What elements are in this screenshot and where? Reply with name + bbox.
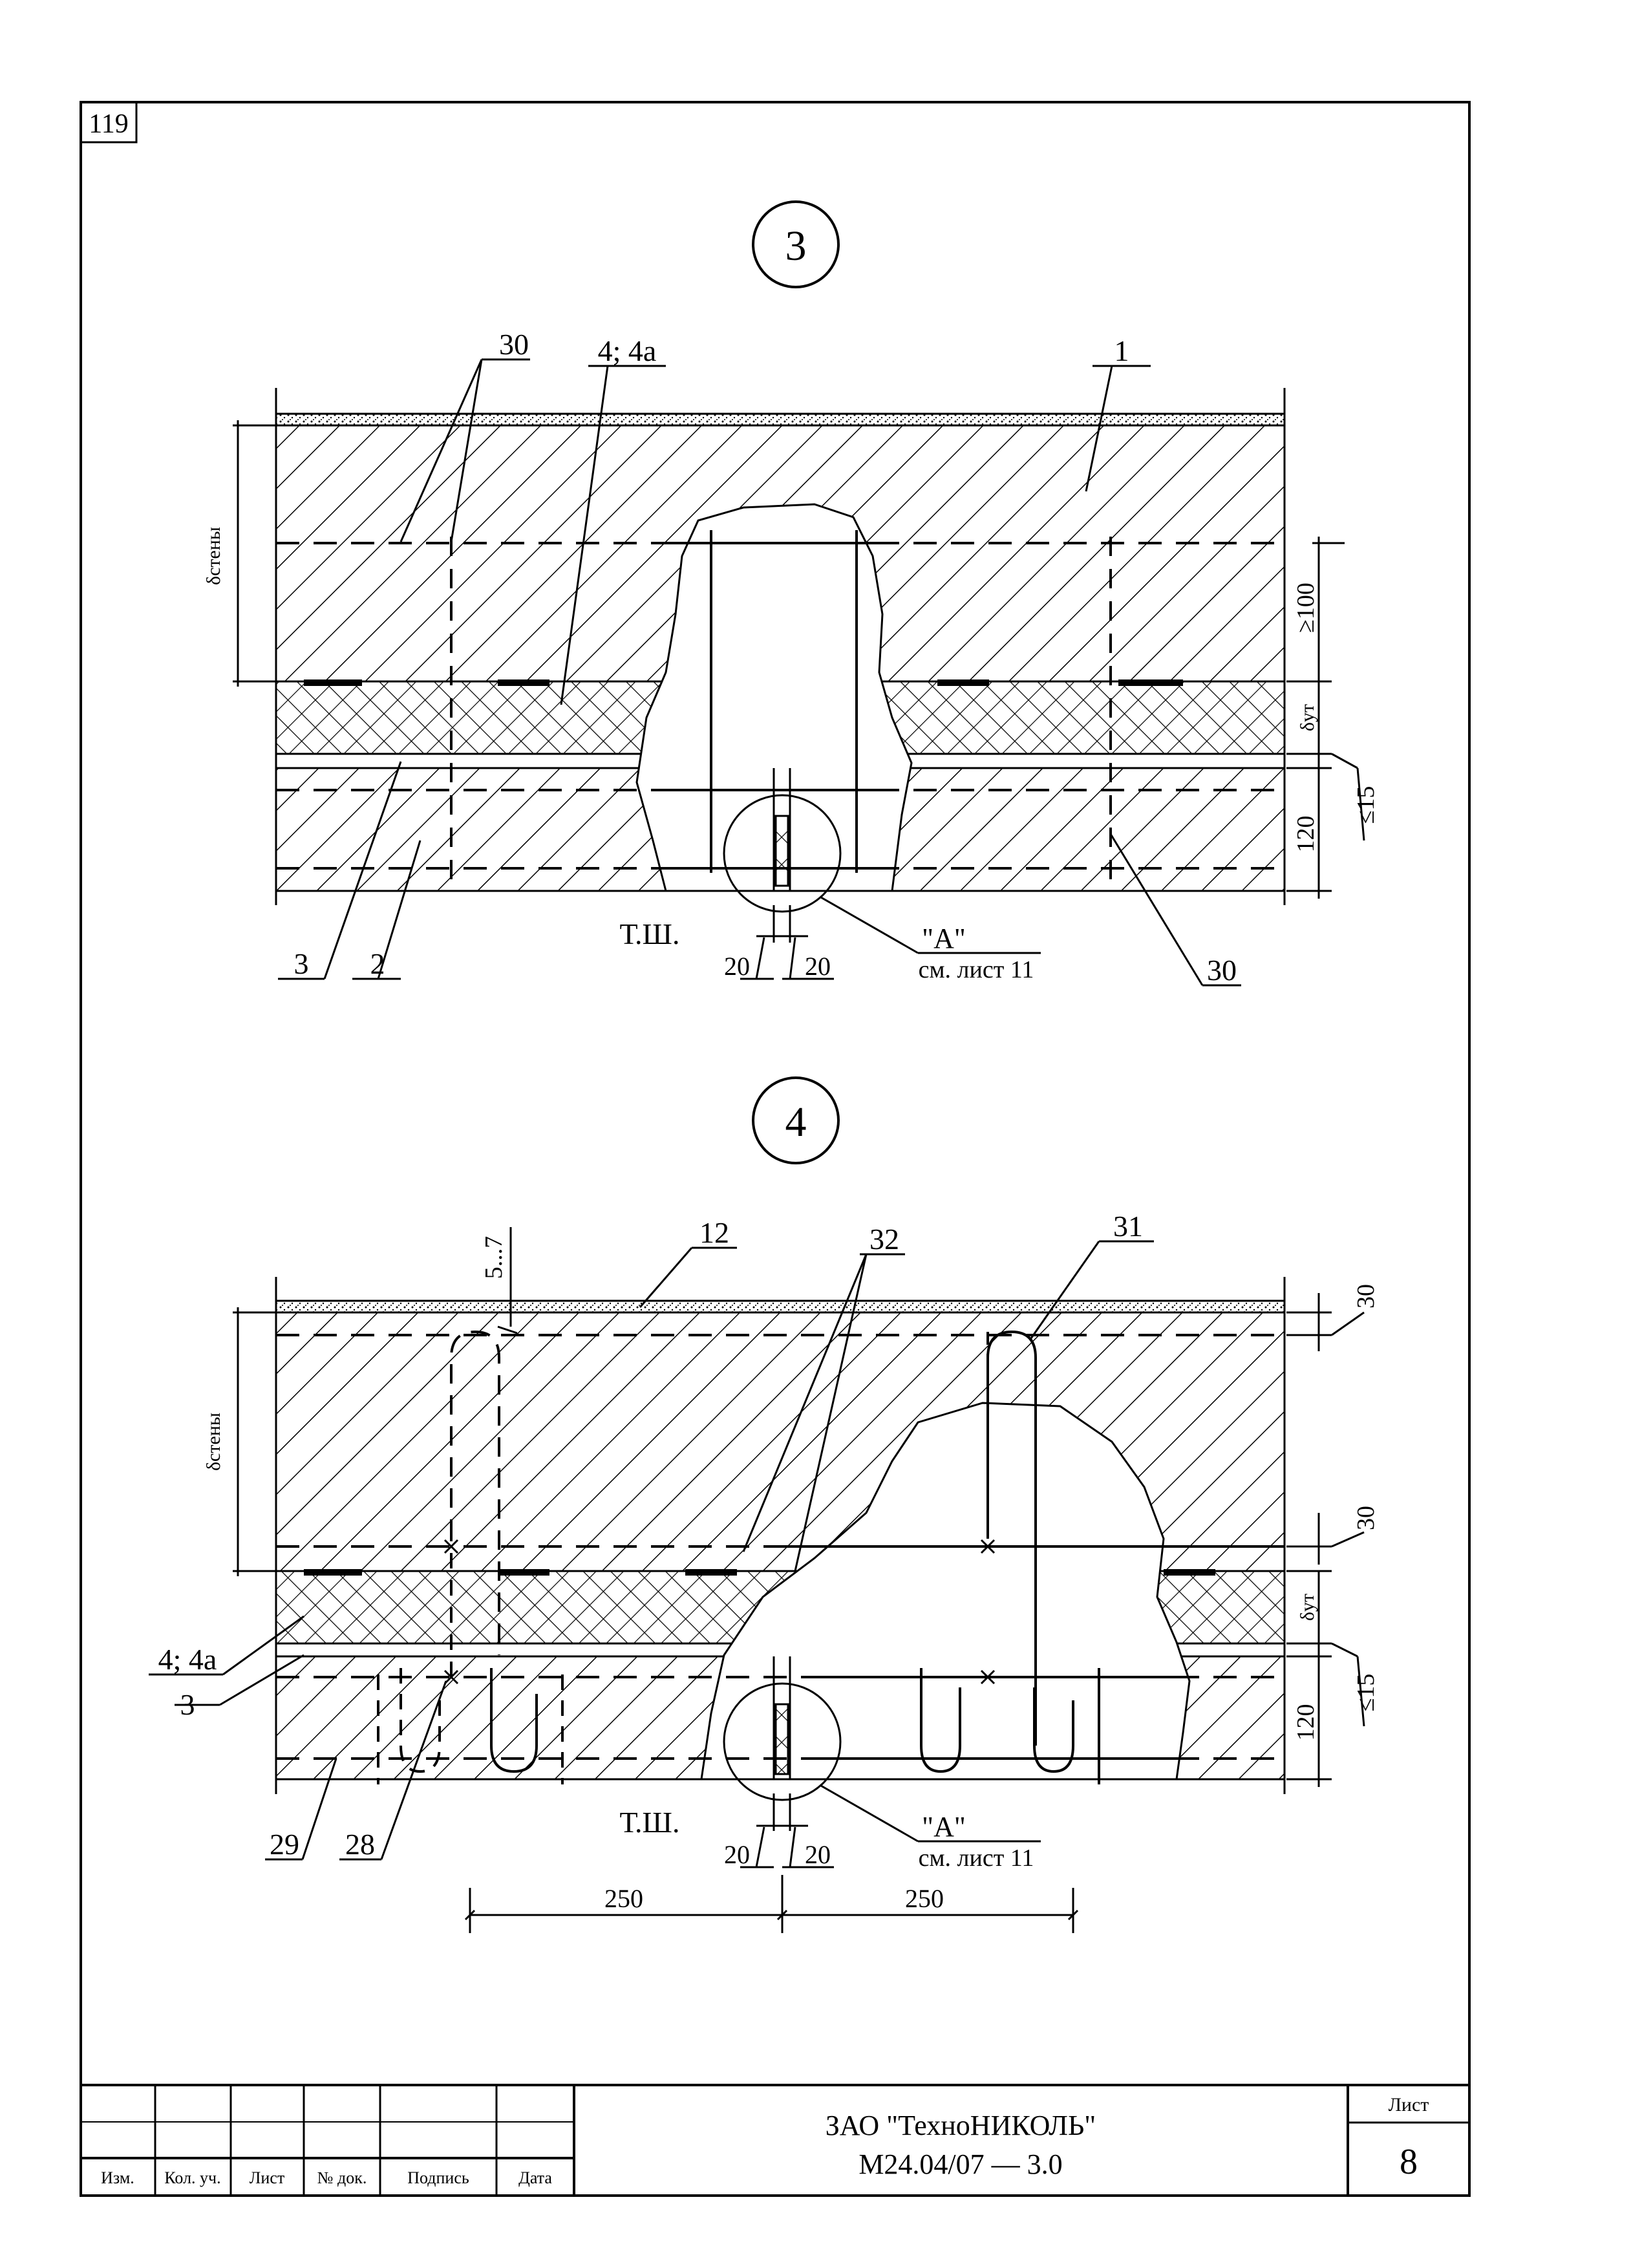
dimension-lines [233,420,1365,899]
dim-ge100: ≥100 [1292,583,1319,633]
dim-insulation: δут [1297,1594,1318,1621]
section-3-marker [752,200,840,288]
label-12: 12 [699,1216,729,1249]
dim-wall-thickness: δстены [203,1413,224,1471]
label-29: 29 [270,1828,299,1861]
dim-le15: ≤15 [1352,1674,1380,1712]
detail-a-ref: см. лист 11 [919,1845,1034,1872]
detail-a-circle [723,1682,842,1801]
label-30-bottom: 30 [1207,954,1237,987]
col-date: Дата [518,2168,552,2187]
label-3: 3 [180,1688,195,1721]
dim-20-left: 20 [724,1840,750,1869]
temperature-joint [773,1656,791,1779]
section-3: 3 [203,200,1380,987]
label-ts: Т.Ш. [620,1806,680,1839]
document-code: М24.04/07 — 3.0 [858,2148,1062,2180]
detail-a-circle [723,794,842,913]
detail-a-ref: см. лист 11 [919,956,1034,983]
reinforcement-mesh [276,1330,1285,1784]
col-signature: Подпись [407,2168,469,2187]
reinforcement-mesh [276,530,1285,879]
section-4: 4 [149,1076,1380,1933]
dim-30-mid: 30 [1352,1506,1380,1530]
section-3-title: 3 [785,222,807,270]
dim-20-left: 20 [724,952,750,981]
callout-leaders [149,1227,1154,1868]
section-4-marker [752,1076,840,1164]
sheet-number: 8 [1400,2142,1418,2182]
dim-wall-thickness: δстены [203,527,224,585]
dim-30-top: 30 [1352,1284,1380,1309]
section-4-title: 4 [785,1098,807,1146]
title-block [80,2084,1471,2197]
label-31: 31 [1113,1210,1143,1243]
dim-le15: ≤15 [1352,786,1380,824]
dim-20-right: 20 [805,952,831,981]
label-1: 1 [1114,334,1129,367]
dim-insulation: δут [1297,704,1318,731]
label-30-top: 30 [499,328,529,361]
dim-250-left: 250 [604,1884,643,1913]
temperature-joint [773,768,791,891]
col-kol-uch: Кол. уч. [164,2168,220,2187]
col-list: Лист [250,2168,284,2187]
cutaway-region [700,1402,1191,1781]
company-name: ЗАО "ТехноНИКОЛЬ" [826,2110,1096,2141]
col-doc-no: № док. [317,2168,367,2187]
label-28: 28 [345,1828,375,1861]
plaster-layer [275,412,1286,427]
cutaway-region [635,503,913,892]
dim-20-right: 20 [805,1840,831,1869]
dim-120: 120 [1292,1704,1319,1741]
col-izm: Изм. [101,2168,134,2187]
label-2: 2 [370,947,385,980]
callout-leaders [278,358,1241,987]
dimension-lines [233,1293,1365,1933]
page-number: 119 [89,109,128,139]
sheet-label: Лист [1389,2094,1429,2115]
dim-120: 120 [1292,816,1319,853]
label-4-4a: 4; 4а [158,1643,217,1676]
label-32: 32 [869,1223,899,1256]
label-4-4a: 4; 4а [598,334,657,367]
dim-250-right: 250 [905,1884,944,1913]
label-5-7: 5...7 [480,1236,507,1279]
label-ts: Т.Ш. [620,917,680,950]
label-3: 3 [294,947,309,980]
detail-a-label: "А" [922,923,966,954]
plaster-layer [275,1300,1286,1314]
detail-a-label: "А" [922,1811,966,1843]
